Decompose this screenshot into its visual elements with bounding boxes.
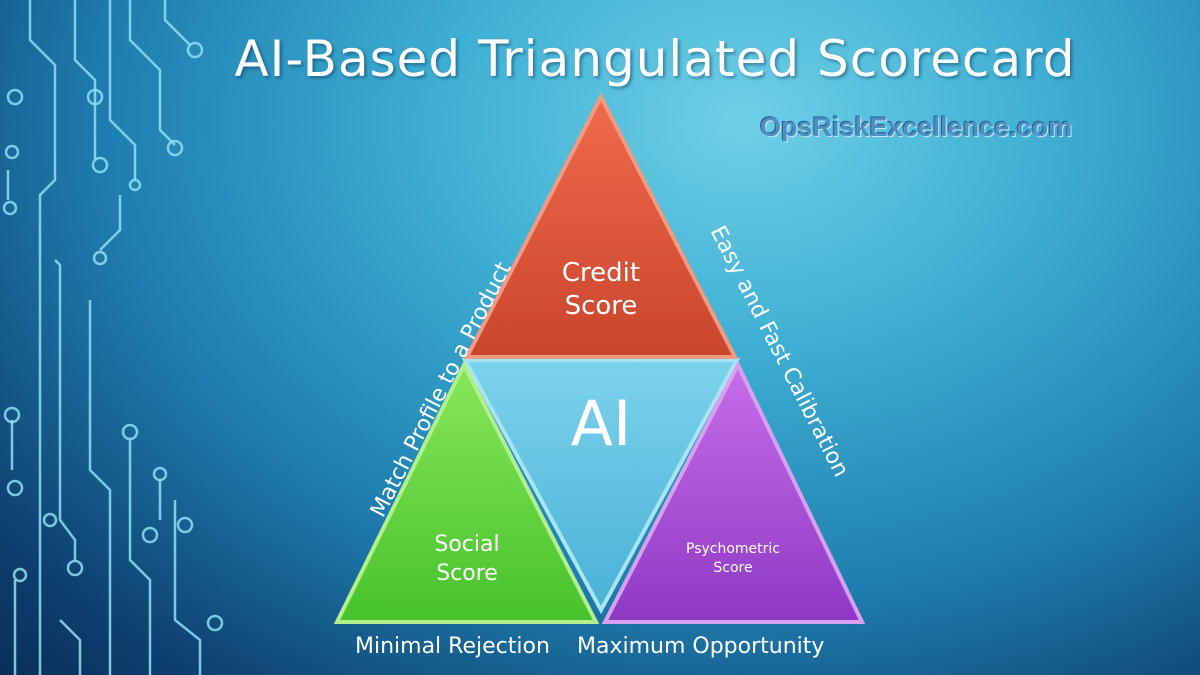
psychometric-score-triangle (601, 360, 866, 624)
slide-title: AI-Based Triangulated Scorecard (234, 30, 1076, 88)
ai-center-triangle (461, 358, 741, 615)
psychometric-score-label-line1: Psychometric (686, 541, 780, 557)
credit-score-label-line2: Score (565, 291, 638, 321)
social-score-triangle (333, 360, 600, 624)
watermark: OpsRiskExcellence.com (760, 112, 1073, 142)
bottom-label-left: Minimal Rejection (355, 634, 550, 659)
ai-label: AI (571, 387, 632, 460)
credit-score-triangle (463, 92, 739, 359)
social-score-label-line1: Social (434, 532, 499, 557)
psychometric-score-label-line2: Score (713, 560, 752, 576)
credit-score-label-line1: Credit (562, 258, 640, 288)
social-score-label-line2: Score (436, 561, 498, 586)
bottom-label-right: Maximum Opportunity (577, 634, 825, 659)
